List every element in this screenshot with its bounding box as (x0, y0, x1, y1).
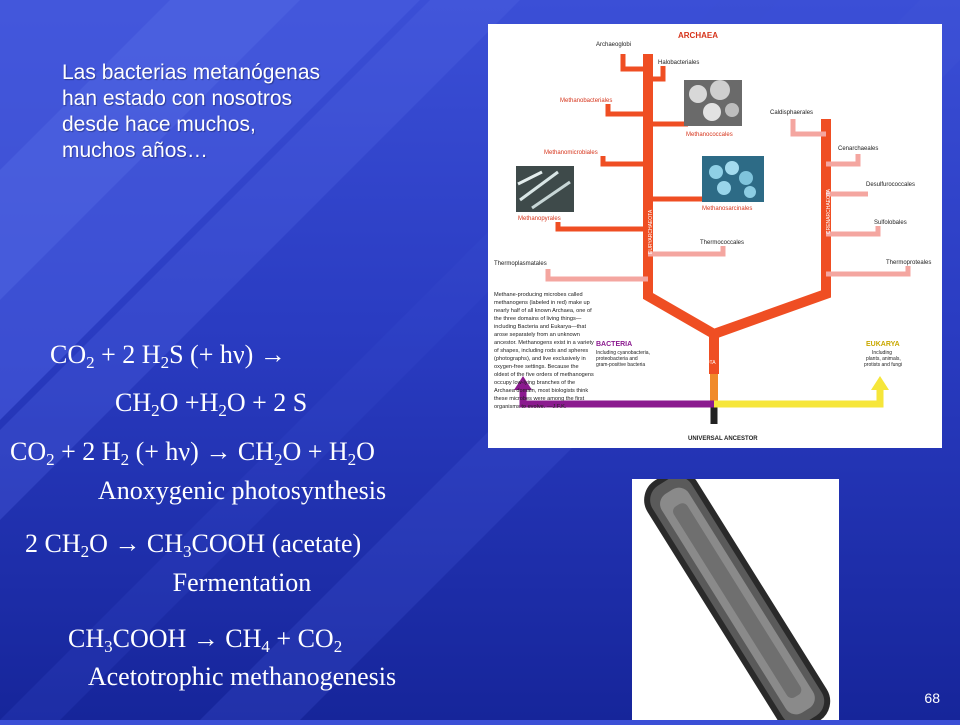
group-label: Methanosarcinales (702, 206, 752, 212)
archaea-tree-diagram: ARCHAEA Archaeoglobi Halobacteriales Met… (494, 31, 931, 442)
intro-line: han estado con nosotros (62, 87, 292, 110)
group-label: Thermoproteales (886, 260, 931, 266)
equation-2: CH2O +H2O + 2 S (115, 388, 308, 420)
eukarya-sub-line: plants, animals, (866, 356, 901, 362)
tree-caption-line: of shapes, including rods and spheres (494, 348, 588, 354)
group-label: Methanobacteriales (560, 98, 612, 104)
group-label: Sulfolobales (874, 220, 907, 226)
tree-caption-line: occupy low-lying branches of the (494, 380, 575, 386)
bacteria-sub-line: Including cyanobacteria, (596, 350, 650, 356)
tree-caption-line: methanogens (labeled in red) make up (494, 300, 590, 306)
equation-3: CO2 + 2 H2 (+ hν) → CH2O + H2O (10, 437, 375, 469)
equation-1: CO2 + 2 H2S (+ hν) → (50, 340, 286, 372)
tree-caption-line: organisms to evolve. —J.F.K. (494, 404, 567, 410)
group-label: Thermoplasmatales (494, 261, 547, 267)
equation-4: 2 CH2O → CH3COOH (acetate) (25, 529, 362, 561)
bacteria-sub-line: gram-positive bacteria (596, 362, 645, 368)
eukarya-sub-line: Including (872, 350, 892, 356)
caption-acetotrophic: Acetotrophic methanogenesis (87, 662, 397, 691)
group-label: Methanococcales (686, 132, 733, 138)
intro-text: Las bacterias metanógenas han estado con… (62, 60, 422, 164)
caption-fermentation: Fermentation (172, 568, 312, 597)
tree-caption-line: (photographs), and live exclusively in (494, 356, 586, 362)
tree-caption-line: these microbes were among the first (494, 396, 585, 402)
rod-bacterium-image (644, 470, 831, 725)
group-label: Methanopyrales (518, 216, 561, 222)
bacteria-sub-line: proteobacteria and (596, 356, 638, 362)
group-label: Methanomicrobiales (544, 150, 598, 156)
euryarchaeota-label: EURYARCHAEOTA (648, 209, 654, 254)
tree-caption-line: including Bacteria and Eukarya—that (494, 324, 586, 330)
group-label: Caldisphaerales (770, 110, 813, 116)
group-label: Desulfurococcales (866, 182, 915, 188)
caption-anoxygenic: Anoxygenic photosynthesis (97, 476, 387, 505)
tree-caption-line: oldest of the five orders of methanogens (494, 372, 594, 378)
tree-caption-line: ancestor. Methanogens exist in a variety (494, 340, 594, 346)
tree-caption-line: Archaea domain, most biologists think (494, 388, 588, 394)
tree-caption-line: nearly half of all known Archaea, one of (494, 308, 592, 314)
intro-line: Las bacterias metanógenas (62, 61, 320, 84)
group-label: Halobacteriales (658, 60, 699, 66)
bacteria-label: BACTERIA (596, 341, 632, 348)
group-label: Thermococcales (700, 240, 744, 246)
eukarya-sub-line: protists and fungi (864, 362, 902, 368)
intro-line: desde hace muchos, (62, 113, 256, 136)
eukarya-label: EUKARYA (866, 341, 900, 348)
universal-ancestor-label: UNIVERSAL ANCESTOR (688, 436, 758, 442)
page-number: 68 (924, 690, 940, 706)
archaea-tree-figure: ARCHAEA Archaeoglobi Halobacteriales Met… (488, 24, 942, 448)
tree-caption-line: the three domains of living things— (494, 316, 582, 322)
nanoarchaeota-label: NANOARCHAEOTA (720, 360, 766, 366)
equation-5: CH3COOH → CH4 + CO2 (68, 624, 343, 656)
crenarchaeota-label: CRENARCHAEOTA (826, 188, 832, 234)
korarchaeota-label: KORARCHAEOTA (674, 360, 716, 366)
tree-caption-line: Methane-producing microbes called (494, 292, 583, 298)
methanogen-micrograph (632, 470, 839, 725)
archaea-label: ARCHAEA (678, 31, 718, 40)
group-label: Cenarchaeales (838, 146, 878, 152)
group-label: Archaeoglobi (596, 42, 631, 48)
intro-line: muchos años… (62, 139, 208, 162)
tree-caption-line: oxygen-free settings. Because the (494, 364, 579, 370)
tree-caption-line: arose separately from an unknown (494, 332, 580, 338)
